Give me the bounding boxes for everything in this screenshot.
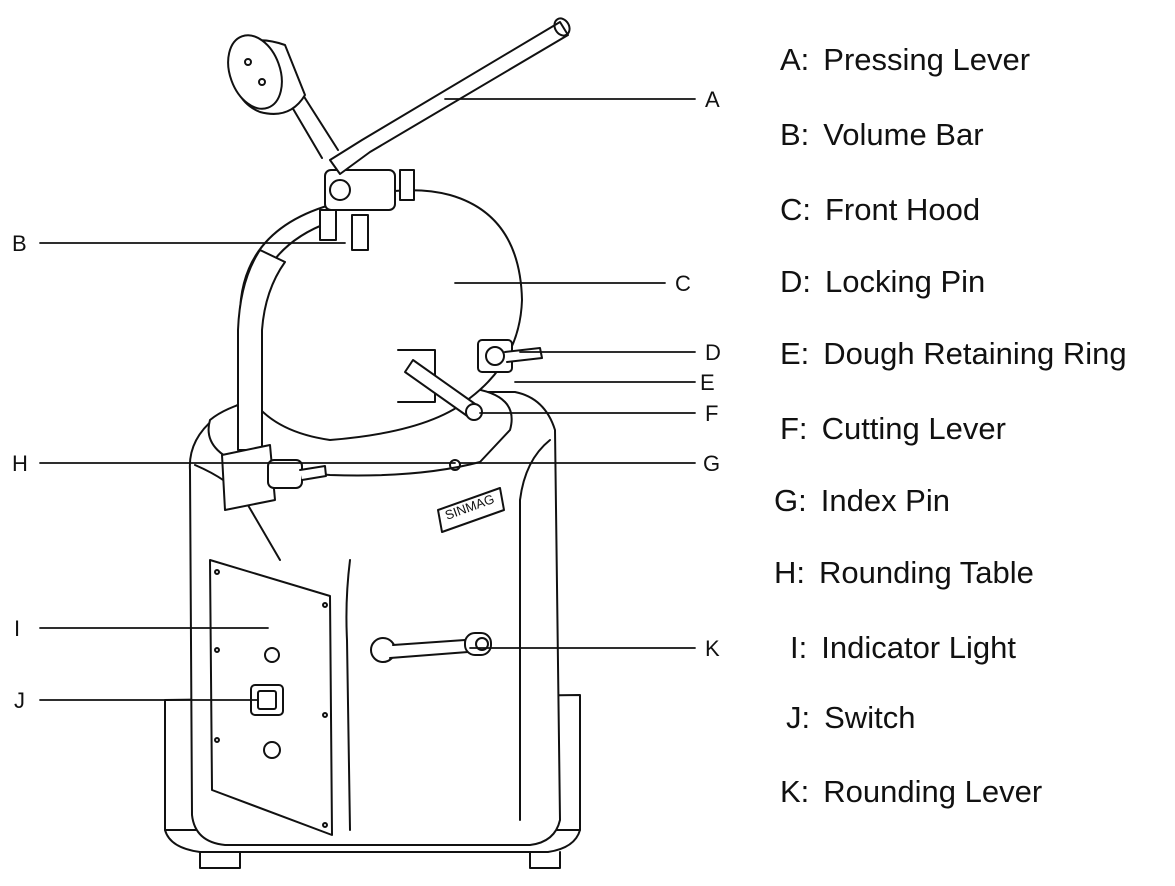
- legend-item-c: C: Front Hood: [780, 190, 980, 230]
- legend-label: Dough Retaining Ring: [823, 336, 1127, 371]
- legend-item-a: A: Pressing Lever: [780, 40, 1030, 80]
- nameplate: [437, 487, 505, 533]
- legend-key: K:: [780, 774, 810, 809]
- legend-item-k: K: Rounding Lever: [780, 772, 1042, 812]
- legend-key: C:: [780, 192, 811, 227]
- legend-label: Switch: [824, 700, 916, 735]
- callout-i: I: [14, 616, 20, 641]
- callout-a: A: [705, 87, 720, 112]
- legend-label: Indicator Light: [821, 630, 1016, 665]
- legend-label: Front Hood: [825, 192, 981, 227]
- callout-g: G: [703, 451, 720, 476]
- legend-item-d: D: Locking Pin: [780, 262, 985, 302]
- locking-pin: [477, 339, 543, 373]
- legend-label: Index Pin: [820, 483, 950, 518]
- callout-f: F: [705, 401, 718, 426]
- legend-item-j: J: Switch: [786, 698, 915, 738]
- legend-key: F:: [780, 411, 808, 446]
- legend-item-e: E: Dough Retaining Ring: [780, 334, 1127, 374]
- legend-item-f: F: Cutting Lever: [780, 409, 1006, 449]
- legend-key: A:: [780, 42, 810, 77]
- callout-j: J: [14, 688, 25, 713]
- legend-key: H:: [774, 555, 805, 590]
- legend-key: G:: [774, 483, 807, 518]
- control-panel: [209, 559, 333, 836]
- legend-label: Rounding Lever: [823, 774, 1043, 809]
- pressing-lever: [227, 17, 571, 175]
- legend-key: E:: [780, 336, 810, 371]
- callout-e: E: [700, 370, 715, 395]
- legend-item-i: I: Indicator Light: [790, 628, 1016, 668]
- callout-b: B: [12, 231, 27, 256]
- legend-key: I:: [790, 630, 808, 665]
- legend-label: Cutting Lever: [821, 411, 1006, 446]
- legend-label: Locking Pin: [825, 264, 986, 299]
- cutting-lever: [404, 359, 483, 421]
- legend-item-h: H: Rounding Table: [774, 553, 1034, 593]
- callout-k: K: [705, 636, 720, 661]
- legend-label: Rounding Table: [819, 555, 1034, 590]
- volume-bar: [319, 169, 415, 251]
- legend-item-b: B: Volume Bar: [780, 115, 984, 155]
- legend-item-g: G: Index Pin: [774, 481, 950, 521]
- front-hood: [238, 189, 523, 441]
- hinge-block: [221, 444, 327, 511]
- legend-key: B:: [780, 117, 810, 152]
- legend-key: D:: [780, 264, 811, 299]
- legend-label: Volume Bar: [823, 117, 984, 152]
- callout-h: H: [12, 451, 28, 476]
- legend-key: J:: [786, 700, 811, 735]
- callout-d: D: [705, 340, 721, 365]
- rounding-lever: [370, 632, 492, 663]
- indicator-light-icon: [264, 647, 280, 663]
- legend-label: Pressing Lever: [823, 42, 1031, 77]
- leader-lines: [39, 98, 696, 701]
- callout-c: C: [675, 271, 691, 296]
